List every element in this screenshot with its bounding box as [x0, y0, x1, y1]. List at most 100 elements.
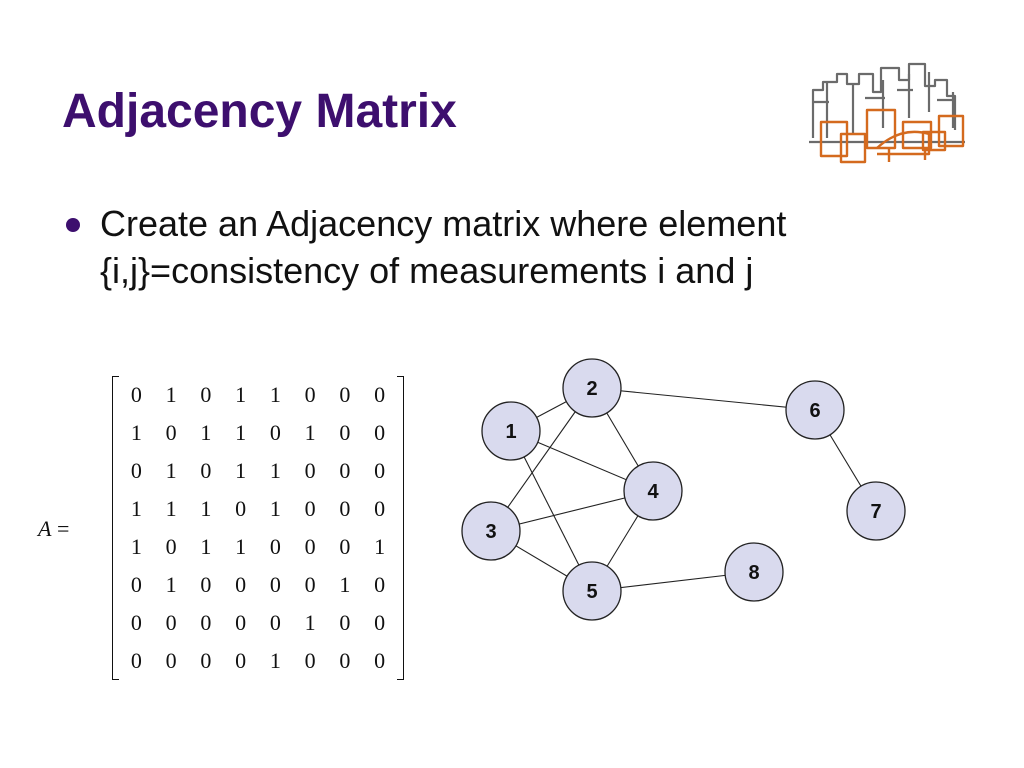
- graph-node-label: 7: [870, 501, 881, 523]
- matrix-cell: 0: [165, 648, 177, 673]
- matrix-cell: 1: [130, 534, 142, 559]
- matrix-cell: 0: [304, 648, 316, 673]
- matrix-cell: 1: [235, 458, 247, 483]
- graph-edge-1-5: [510, 430, 593, 592]
- graph-node-circle: [461, 501, 521, 561]
- matrix-cell: 0: [339, 534, 351, 559]
- graph-node-3: 3: [461, 501, 521, 561]
- matrix-cell: 0: [339, 648, 351, 673]
- matrix-cell: 1: [269, 496, 281, 521]
- matrix-cell: 0: [235, 496, 247, 521]
- matrix-cell: 0: [130, 648, 142, 673]
- matrix-cell: 1: [165, 458, 177, 483]
- matrix-cell: 1: [235, 534, 247, 559]
- matrix-cell: 1: [235, 420, 247, 445]
- matrix-cell: 1: [165, 382, 177, 407]
- matrix-cell: 1: [130, 420, 142, 445]
- matrix-cell: 0: [339, 610, 351, 635]
- graph-node-4: 4: [623, 461, 683, 521]
- matrix-cell: 0: [339, 496, 351, 521]
- matrix-cell: 0: [374, 610, 386, 635]
- matrix-cell: 0: [304, 458, 316, 483]
- matrix-cell: 0: [339, 420, 351, 445]
- bullet-list: Create an Adjacency matrix where element…: [60, 200, 960, 294]
- matrix-right-bracket: [397, 376, 404, 680]
- bullet-dot-icon: [66, 218, 80, 232]
- matrix-cell: 0: [130, 610, 142, 635]
- graph-node-circle: [785, 380, 845, 440]
- matrix-cell: 0: [165, 610, 177, 635]
- graph-node-7: 7: [846, 481, 906, 541]
- matrix-equals: =: [56, 516, 70, 541]
- bullet-text: Create an Adjacency matrix where element…: [100, 203, 787, 291]
- matrix-cell: 1: [269, 382, 281, 407]
- matrix-cell: 0: [374, 496, 386, 521]
- matrix-cell: 1: [269, 458, 281, 483]
- graph-node-label: 4: [647, 481, 659, 503]
- matrix-label: A =: [38, 516, 69, 542]
- matrix-cell: 1: [200, 496, 212, 521]
- matrix-cell: 0: [235, 648, 247, 673]
- matrix-cell: 0: [304, 382, 316, 407]
- graph-edge-2-6: [591, 387, 816, 411]
- matrix-cell: 0: [374, 648, 386, 673]
- graph-node-circle: [846, 481, 906, 541]
- graph-node-1: 1: [481, 401, 541, 461]
- matrix-cell: 0: [130, 572, 142, 597]
- matrix-cell: 0: [269, 420, 281, 445]
- matrix-variable: A: [38, 516, 52, 541]
- matrix-cell: 0: [235, 610, 247, 635]
- graph-node-label: 6: [809, 400, 820, 422]
- matrix-cell: 0: [200, 610, 212, 635]
- bullet-item: Create an Adjacency matrix where element…: [60, 200, 960, 294]
- graph-node-label: 2: [586, 378, 597, 400]
- matrix-cell: 1: [304, 420, 316, 445]
- matrix-cell: 0: [235, 572, 247, 597]
- graph-node-circle: [623, 461, 683, 521]
- graph-node-circle: [562, 358, 622, 418]
- matrix-cell: 0: [269, 534, 281, 559]
- matrix-cell: 0: [130, 458, 142, 483]
- matrix-cell: 0: [200, 572, 212, 597]
- matrix-cell: 1: [130, 496, 142, 521]
- matrix-cell: 1: [165, 496, 177, 521]
- matrix-cell: 0: [374, 420, 386, 445]
- matrix-cell: 0: [339, 382, 351, 407]
- matrix-cell: 0: [374, 382, 386, 407]
- city-skyline-logo-icon: [809, 62, 965, 164]
- matrix-cell: 0: [374, 572, 386, 597]
- graph-node-6: 6: [785, 380, 845, 440]
- matrix-cell: 0: [200, 382, 212, 407]
- graph-node-2: 2: [562, 358, 622, 418]
- graph-node-label: 1: [505, 421, 516, 443]
- matrix-cell: 0: [130, 382, 142, 407]
- graph-node-label: 3: [485, 521, 496, 543]
- matrix-cell: 1: [200, 534, 212, 559]
- matrix-cell: 0: [304, 534, 316, 559]
- matrix-cell: 0: [339, 458, 351, 483]
- matrix-cell: 1: [200, 420, 212, 445]
- graph-node-circle: [481, 401, 541, 461]
- graph-node-circle: [724, 542, 784, 602]
- matrix-cell: 1: [269, 648, 281, 673]
- matrix-cell: 0: [165, 420, 177, 445]
- matrix-cell: 0: [269, 572, 281, 597]
- matrix-cell: 0: [200, 648, 212, 673]
- matrix-cell: 0: [374, 458, 386, 483]
- matrix-cell: 0: [165, 534, 177, 559]
- graph-node-5: 5: [562, 561, 622, 621]
- matrix-cell: 0: [200, 458, 212, 483]
- matrix-left-bracket: [112, 376, 119, 680]
- matrix-cell: 1: [235, 382, 247, 407]
- graph-node-circle: [562, 561, 622, 621]
- slide-title: Adjacency Matrix: [62, 85, 457, 138]
- matrix-cell: 1: [374, 534, 386, 559]
- matrix-cell: 1: [339, 572, 351, 597]
- matrix-cell: 1: [304, 610, 316, 635]
- graph-node-label: 5: [586, 581, 597, 603]
- matrix-cell: 1: [165, 572, 177, 597]
- matrix-cell: 0: [269, 610, 281, 635]
